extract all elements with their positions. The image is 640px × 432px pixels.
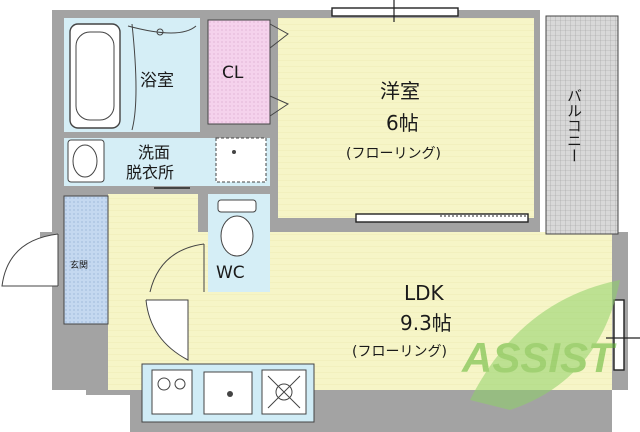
ldk-door-arc bbox=[145, 299, 189, 361]
window-top bbox=[331, 7, 459, 17]
front-door-arc bbox=[1, 233, 59, 287]
toilet-tank bbox=[217, 199, 257, 213]
wc-door-arc bbox=[149, 243, 205, 293]
bath-drain-icon bbox=[156, 28, 164, 36]
ldk-size: 9.3帖 bbox=[400, 311, 452, 335]
wc-label: WC bbox=[216, 263, 245, 283]
stove-icon bbox=[151, 369, 193, 415]
bath-label: 浴室 bbox=[140, 71, 174, 91]
ldk-name: LDK bbox=[404, 281, 445, 305]
svg-text:ASSIST: ASSIST bbox=[461, 334, 617, 381]
western-room-size: 6帖 bbox=[386, 111, 419, 135]
western-room-floor bbox=[278, 18, 534, 218]
washroom-label-1: 洗面 bbox=[138, 143, 170, 162]
closet-label: CL bbox=[222, 63, 244, 83]
entrance bbox=[63, 195, 109, 325]
hallway-floor bbox=[108, 194, 198, 294]
bath-door-arc bbox=[127, 25, 197, 34]
window-right bbox=[613, 299, 625, 371]
entrance-label: 玄関 bbox=[70, 259, 88, 271]
washroom-label-2: 脱衣所 bbox=[126, 163, 174, 182]
assist-watermark: ASSIST bbox=[461, 280, 620, 410]
washing-machine-pan bbox=[215, 137, 267, 183]
balcony-label: バルコニー bbox=[565, 88, 583, 163]
washbasin bbox=[67, 139, 105, 183]
sliding-door-balcony bbox=[355, 213, 529, 223]
balcony bbox=[545, 15, 619, 235]
bathtub bbox=[69, 23, 121, 129]
hallway-lower bbox=[108, 294, 140, 390]
ldk-floor-label: (フローリング) bbox=[352, 344, 447, 360]
toilet-bowl bbox=[220, 215, 254, 257]
western-room-floor-label: (フローリング) bbox=[346, 146, 441, 162]
closet-room bbox=[207, 19, 271, 125]
western-room-name: 洋室 bbox=[380, 79, 420, 103]
closet-doors bbox=[269, 23, 290, 117]
